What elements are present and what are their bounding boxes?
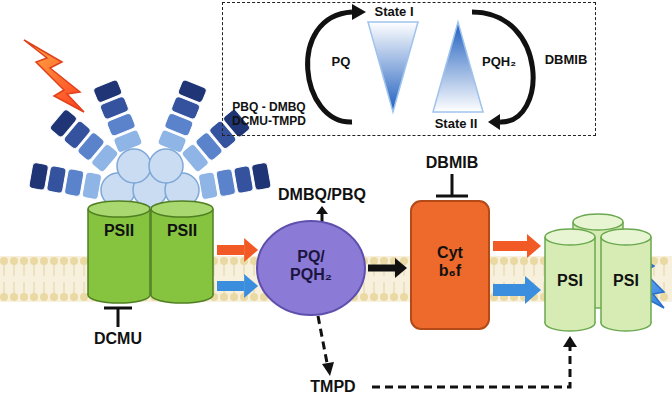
psii-cylinder-outline [87, 200, 151, 304]
component-label: PSII [167, 222, 197, 240]
state-inset-drawing [308, 4, 534, 130]
inset-label: State II [435, 117, 478, 132]
psii-cylinder: PSII [150, 200, 214, 304]
component-label: PSI [557, 272, 583, 290]
component-label: PQ/ PQH₂ [281, 248, 341, 285]
arrow-head [244, 238, 258, 262]
psii-cylinder-outline [150, 200, 214, 304]
inhibitor-label: DBMIB [426, 154, 478, 172]
psii-cylinder: PSII [87, 200, 151, 304]
inset-label: PBQ - DMBQ DCMU-TMPD [227, 101, 311, 129]
arrow-shaft [217, 245, 244, 255]
flow-arrow [217, 274, 258, 298]
red-light-bolt [24, 40, 84, 112]
inset-label: State I [374, 5, 413, 20]
arrow-shaft [493, 284, 525, 296]
arrow-head [244, 274, 258, 298]
arrow-head [395, 258, 407, 278]
flow-arrow [368, 258, 407, 278]
pq-pool-circle: PQ/ PQH₂ [256, 220, 366, 316]
flow-arrow [217, 238, 258, 262]
component-label: Cyt b₆f [425, 244, 475, 281]
inhibitor-label: TMPD [310, 378, 355, 396]
arrow-shaft [217, 281, 244, 291]
cytochrome-box: Cyt b₆f [410, 200, 490, 330]
arrow-shaft [493, 241, 527, 251]
psi-cylinder: PSI [544, 228, 596, 332]
flow-arrow [493, 276, 541, 304]
flow-arrow [493, 234, 541, 258]
arrow-head [527, 234, 541, 258]
state-inset-box: State I DBMIB PQ PQH₂ PBQ - DMBQ DCMU-TMPD St… [222, 2, 596, 136]
arrow-head [525, 276, 541, 304]
arrow-shaft [368, 265, 395, 272]
psi-cylinder: PSI [600, 228, 652, 332]
component-label: PSI [613, 272, 639, 290]
inhibitor-label: DCMU [94, 330, 142, 348]
inset-label: PQ [332, 55, 351, 70]
component-label: PSII [104, 222, 134, 240]
inset-label: PQH₂ [482, 55, 516, 70]
inset-label: DBMIB [545, 53, 588, 68]
inhibitor-label: DMBQ/PBQ [278, 186, 366, 204]
